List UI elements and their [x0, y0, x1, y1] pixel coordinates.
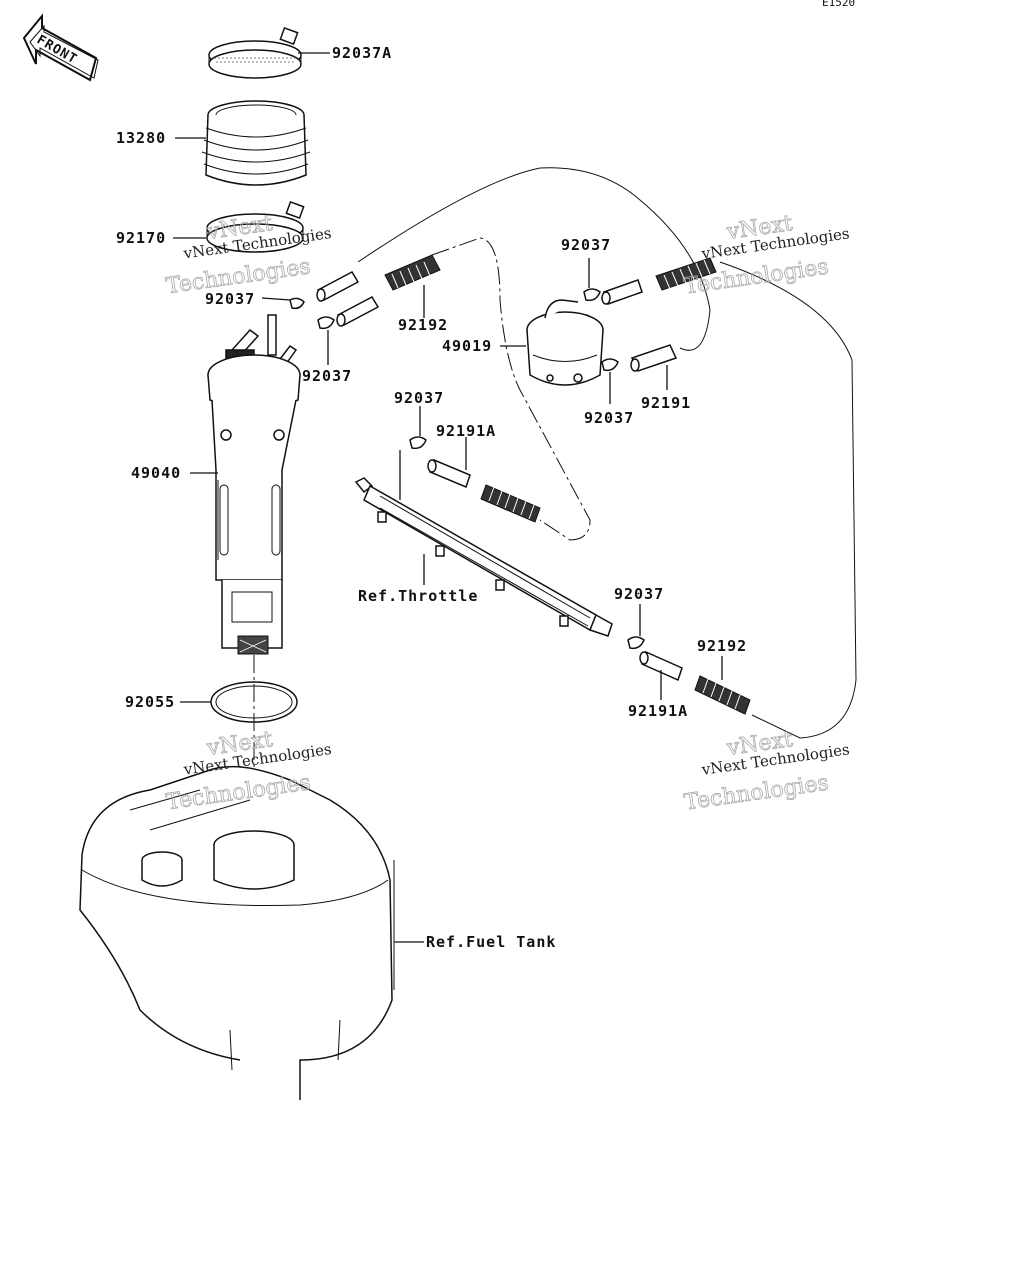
label-92037-left: 92037 [205, 290, 255, 308]
hose-92191A-lower [639, 650, 683, 682]
label-49040: 49040 [131, 464, 181, 482]
clamp-92037-left [289, 297, 305, 310]
label-92191A-lower: 92191A [628, 702, 688, 720]
watermark-top-right: vNext vNext Technologies Technologies [682, 211, 850, 300]
label-92037-throttle-end: 92037 [614, 585, 664, 603]
spring-sleeve-92192-upper [384, 254, 441, 291]
label-92037A: 92037A [332, 44, 392, 62]
clamp-92037-filter-lower [601, 358, 619, 372]
label-ref-fuel-tank: Ref.Fuel Tank [426, 933, 556, 951]
label-92037-throttle-top: 92037 [394, 389, 444, 407]
label-92037-mid: 92037 [302, 367, 352, 385]
watermark-top-left: vNext vNext Technologies Technologies [164, 211, 332, 300]
hose-upper-left [316, 271, 360, 302]
label-92192-upper: 92192 [398, 316, 448, 334]
spring-sleeve-92192-lower [694, 675, 751, 715]
label-92037-top-right: 92037 [561, 236, 611, 254]
front-arrow-icon: FRONT [22, 13, 99, 82]
label-49019: 49019 [442, 337, 492, 355]
spring-sleeve-right-upper [655, 257, 717, 291]
throttle-fuel-rail [354, 477, 613, 637]
label-92037-filter-lower: 92037 [584, 409, 634, 427]
fuel-tank [79, 765, 393, 1100]
fuel-pump-49040 [207, 314, 301, 655]
hose-right-upper [601, 279, 643, 305]
label-92055: 92055 [125, 693, 175, 711]
clamp-92037-top-right [583, 288, 601, 302]
clamp-92037-throttle-end [627, 636, 645, 650]
hose-92191A-upper [427, 458, 471, 489]
label-92192-lower: 92192 [697, 637, 747, 655]
diagram-code: E1520 [822, 0, 855, 9]
clamp-92037-mid [317, 316, 335, 330]
label-ref-throttle: Ref.Throttle [358, 587, 478, 605]
clamp-92170 [206, 201, 305, 253]
hose-short-upper [336, 296, 380, 327]
watermark-bottom-right: vNext vNext Technologies Technologies [682, 727, 850, 816]
spring-sleeve-middle [480, 484, 541, 523]
label-92170: 92170 [116, 229, 166, 247]
hose-92191 [630, 344, 678, 372]
fuel-filter-49019 [526, 299, 604, 386]
boot-13280 [201, 100, 311, 186]
clamp-92037-throttle-top [409, 436, 427, 450]
label-92191A-upper: 92191A [436, 422, 496, 440]
clamp-92037A [208, 27, 302, 79]
label-13280: 13280 [116, 129, 166, 147]
label-92191: 92191 [641, 394, 691, 412]
